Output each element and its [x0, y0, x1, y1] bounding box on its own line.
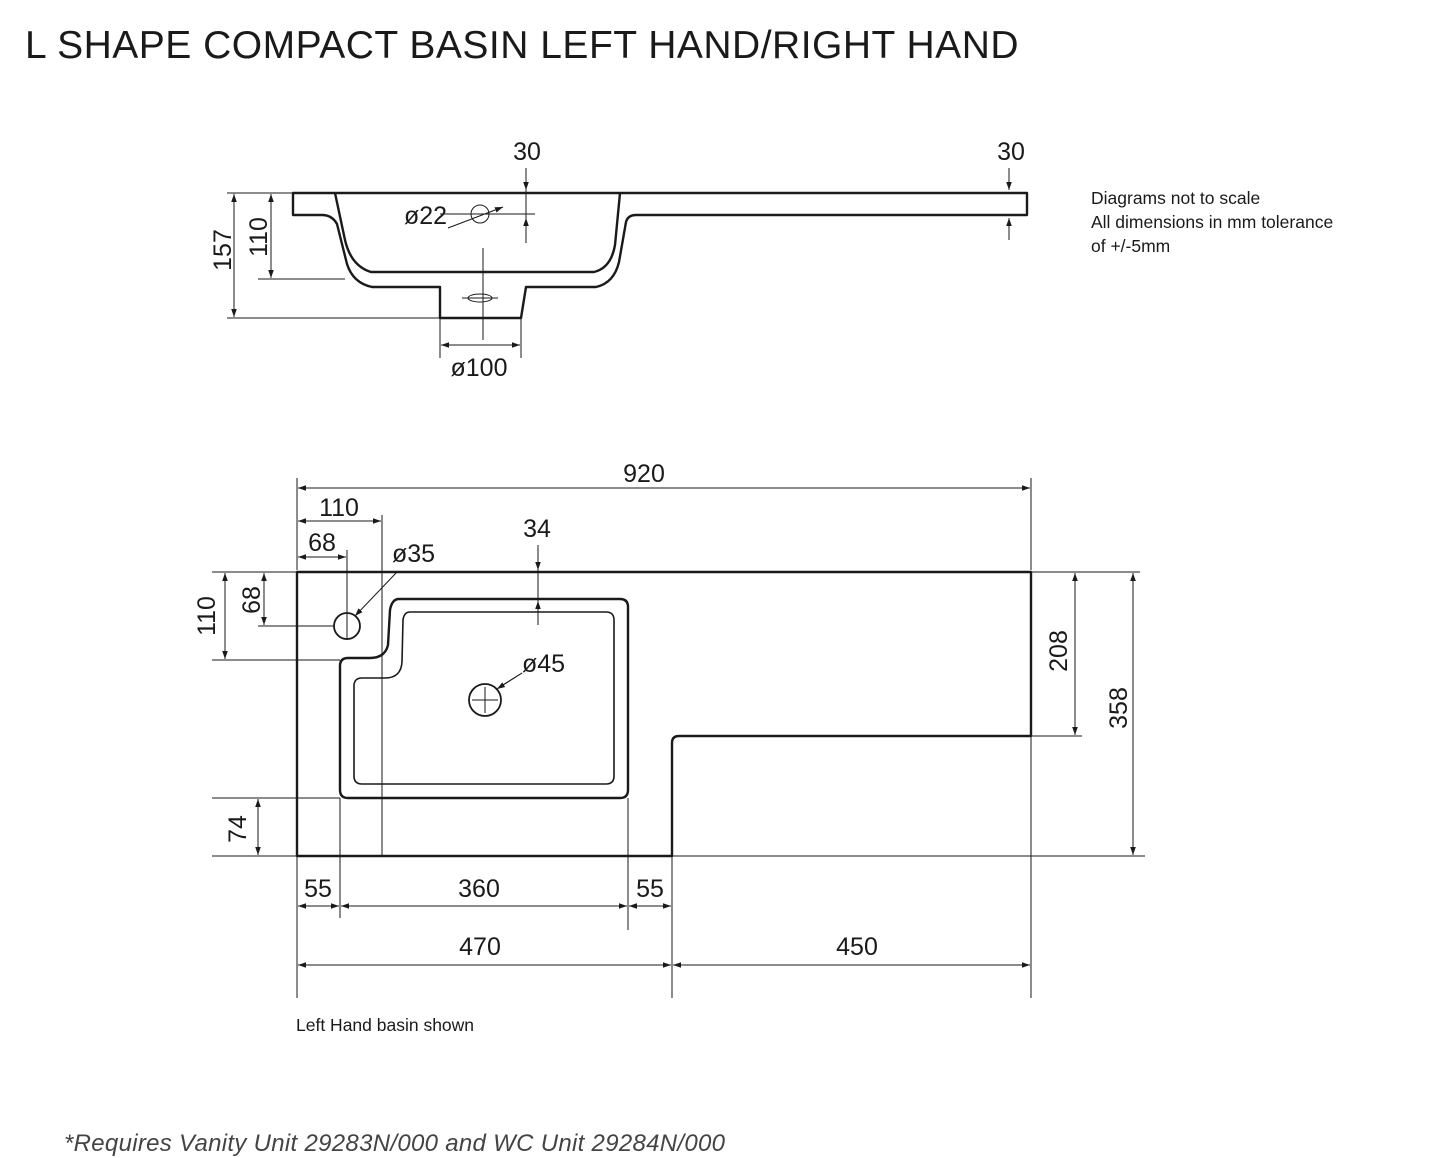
- dim-plan-74: 74: [224, 815, 252, 843]
- dim-plan-waste: ø45: [522, 650, 565, 678]
- dim-plan-920: 920: [623, 460, 665, 488]
- plan-view-outline: [295, 570, 1033, 858]
- plan-view-bowl-outer: [338, 597, 630, 800]
- note-line: Diagrams not to scale: [1091, 188, 1261, 208]
- plan-view: ø35 ø45 34 920 110 68 110 68: [193, 460, 1145, 998]
- dim-side-tap-hole: ø22: [404, 202, 447, 230]
- dim-side-30-right: 30: [997, 138, 1025, 166]
- dim-plan-34: 34: [523, 515, 551, 543]
- caption: Left Hand basin shown: [296, 1015, 475, 1035]
- page-title: L SHAPE COMPACT BASIN LEFT HAND/RIGHT HA…: [25, 24, 1020, 67]
- dim-plan-450: 450: [836, 933, 878, 961]
- dim-plan-208: 208: [1045, 630, 1073, 672]
- plan-view-bowl-inner: [353, 611, 615, 785]
- footnote: *Requires Vanity Unit 29283N/000 and WC …: [64, 1130, 726, 1157]
- dim-plan-tap-hole: ø35: [392, 540, 435, 568]
- dim-plan-358: 358: [1105, 687, 1133, 729]
- waste-hole-plan: [468, 683, 502, 717]
- dim-plan-360: 360: [458, 875, 500, 903]
- dim-plan-470: 470: [459, 933, 501, 961]
- dim-side-waste: ø100: [451, 354, 508, 382]
- dim-plan-110-left: 110: [193, 596, 221, 636]
- note-line: of +/-5mm: [1091, 236, 1171, 256]
- dim-plan-68-left: 68: [238, 586, 266, 614]
- dim-plan-110-top: 110: [319, 494, 359, 522]
- dim-plan-55-left: 55: [304, 875, 332, 903]
- dim-side-110: 110: [245, 217, 273, 257]
- dim-plan-68-top: 68: [308, 529, 336, 557]
- dim-side-30-left: 30: [513, 138, 541, 166]
- dim-plan-55-right: 55: [636, 875, 664, 903]
- notes: Diagrams not to scale All dimensions in …: [1091, 186, 1333, 258]
- side-view: 30 30 ø22 ø100 110 157: [209, 138, 1029, 382]
- note-line: All dimensions in mm tolerance: [1091, 212, 1334, 232]
- dim-side-157: 157: [209, 229, 237, 271]
